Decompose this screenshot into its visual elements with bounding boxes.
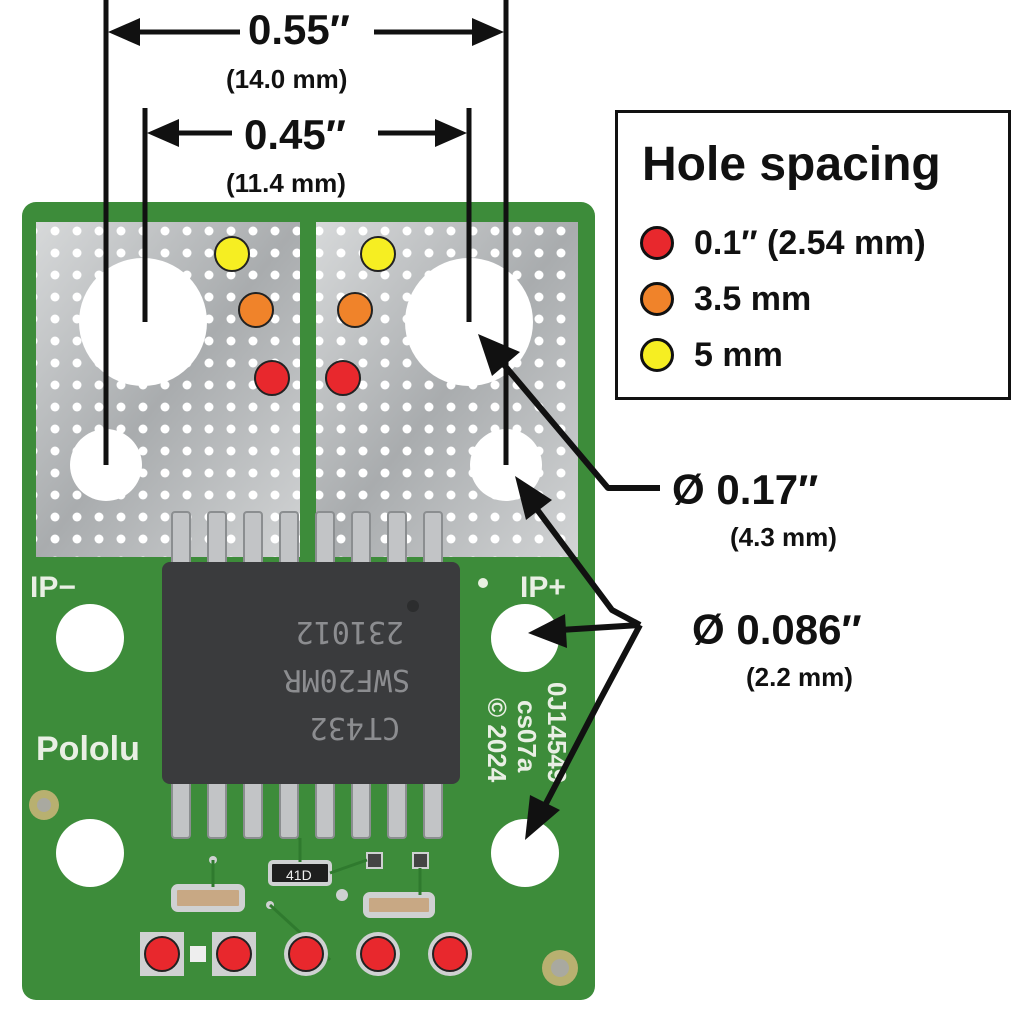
- chip-pin1-mark: [407, 600, 419, 612]
- ip-minus-hole-top: [56, 604, 124, 672]
- legend-item: 3.5 mm: [640, 279, 811, 319]
- inner-spacing-mm: (11.4 mm): [226, 168, 346, 198]
- legend-label: 5 mm: [694, 335, 783, 374]
- silk-ip-plus: IP+: [520, 571, 566, 604]
- silk-ip-minus: IP−: [30, 571, 76, 604]
- leader-lines: [497, 358, 660, 817]
- large-hole-mm: (4.3 mm): [730, 522, 837, 552]
- ip-plus-hole-top: [491, 604, 559, 672]
- test-pad-b: [412, 852, 429, 869]
- leader-arrowheads: [478, 334, 567, 840]
- dot-5mm-left: [214, 236, 250, 272]
- polarity-dot: [478, 578, 488, 588]
- legend-swatch-yellow: [640, 338, 674, 372]
- large-hole-diameter: Ø 0.17″: [672, 466, 819, 513]
- dot-01in-right: [325, 360, 361, 396]
- dot-35mm-left: [238, 292, 274, 328]
- ip-plus-hole-bottom: [491, 819, 559, 887]
- silk-copyright: © 2024: [482, 698, 512, 783]
- dot-35mm-right: [337, 292, 373, 328]
- legend-swatch-orange: [640, 282, 674, 316]
- small-hole-diameter: Ø 0.086″: [692, 606, 862, 653]
- hole-spacing-legend: Hole spacing 0.1″ (2.54 mm) 3.5 mm 5 mm: [615, 110, 1011, 400]
- chip-pins-top: [171, 511, 443, 568]
- capacitor-left: [171, 884, 245, 912]
- dot-01in-left: [254, 360, 290, 396]
- legend-swatch-red: [640, 226, 674, 260]
- outer-spacing-mm: (14.0 mm): [226, 64, 348, 94]
- chip-marking-1: 231012: [296, 614, 404, 649]
- via-small: [336, 889, 348, 901]
- ic-chip: [162, 562, 460, 784]
- legend-title: Hole spacing: [642, 138, 941, 191]
- legend-item: 5 mm: [640, 335, 783, 375]
- legend-label: 3.5 mm: [694, 279, 812, 318]
- fiducial-left-inner: [37, 798, 51, 812]
- silk-board-rev: cs07a: [512, 700, 542, 773]
- inner-spacing-inches: 0.45″: [244, 111, 346, 158]
- dimension-arrowheads: [108, 18, 504, 147]
- legend-label: 0.1″ (2.54 mm): [694, 223, 926, 262]
- capacitor-right: [363, 892, 435, 918]
- header-pins: [140, 932, 472, 976]
- silk-brand: Pololu: [36, 730, 140, 768]
- resistor-code: 41D: [286, 867, 312, 883]
- dimension-lines: [103, 0, 509, 465]
- fiducial-right-inner: [551, 959, 569, 977]
- ip-minus-hole-bottom: [56, 819, 124, 887]
- left-current-pad: [36, 222, 300, 557]
- test-pad-a: [366, 852, 383, 869]
- small-hole-mm: (2.2 mm): [746, 662, 853, 692]
- chip-pins-bottom: [171, 779, 443, 839]
- chip-marking-2: SWF20MR: [283, 662, 410, 697]
- legend-item: 0.1″ (2.54 mm): [640, 223, 926, 263]
- dot-5mm-right: [360, 236, 396, 272]
- outer-spacing-inches: 0.55″: [248, 6, 350, 53]
- chip-marking-3: CT432: [310, 710, 400, 745]
